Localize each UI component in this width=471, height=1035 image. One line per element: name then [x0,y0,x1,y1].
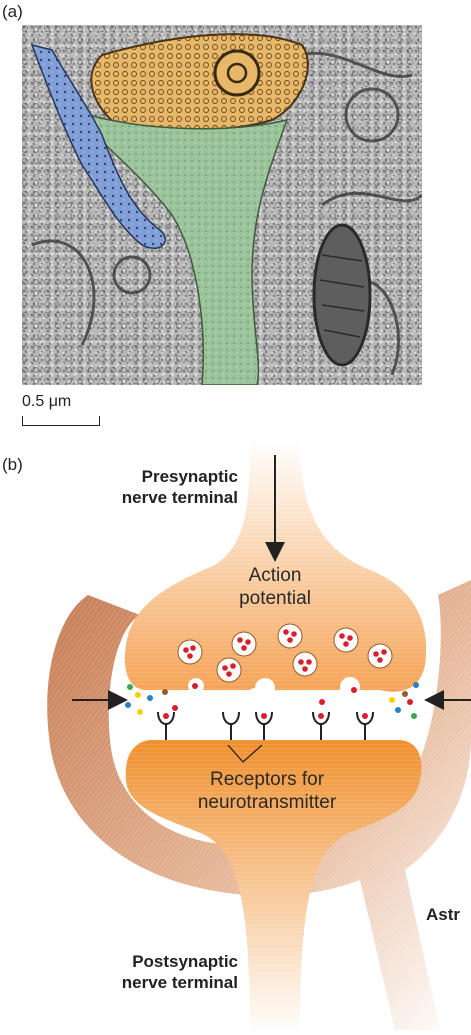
panel-b-label: (b) [2,455,23,474]
astrocyte-region [30,43,166,250]
presynaptic-label-line2: nerve terminal [121,488,238,507]
receptors [157,711,374,740]
neurotransmitter-molecules [125,682,419,719]
electron-micrograph [22,25,422,385]
action-potential-line1: Action [248,565,302,586]
postsynaptic-label: Postsynaptic nerve terminal [40,951,238,993]
presynaptic-label-line1: Presynaptic [141,467,238,486]
mitochondrion [312,223,372,367]
presynaptic-label: Presynaptic nerve terminal [60,466,238,508]
postsynaptic-label-line1: Postsynaptic [132,952,238,971]
synaptic-vesicles [177,623,393,683]
receptors-label-line1: Receptors for [209,769,325,790]
postsynaptic-region [69,108,289,385]
action-potential-line2: potential [239,588,311,609]
action-potential-label: Action potential [205,564,345,610]
postsynaptic-label-line2: nerve terminal [121,973,238,992]
astrocyte-label: Astr [426,905,461,924]
synapse-diagram [47,440,471,1035]
presynaptic-region [90,33,309,131]
scale-label: 0.5 μm [22,393,72,410]
panel-a-label: (a) [2,2,23,21]
receptors-label: Receptors for neurotransmitter [162,768,372,814]
receptor-pointer [227,744,263,763]
scale-bar [22,416,100,426]
receptors-label-line2: neurotransmitter [197,792,337,813]
